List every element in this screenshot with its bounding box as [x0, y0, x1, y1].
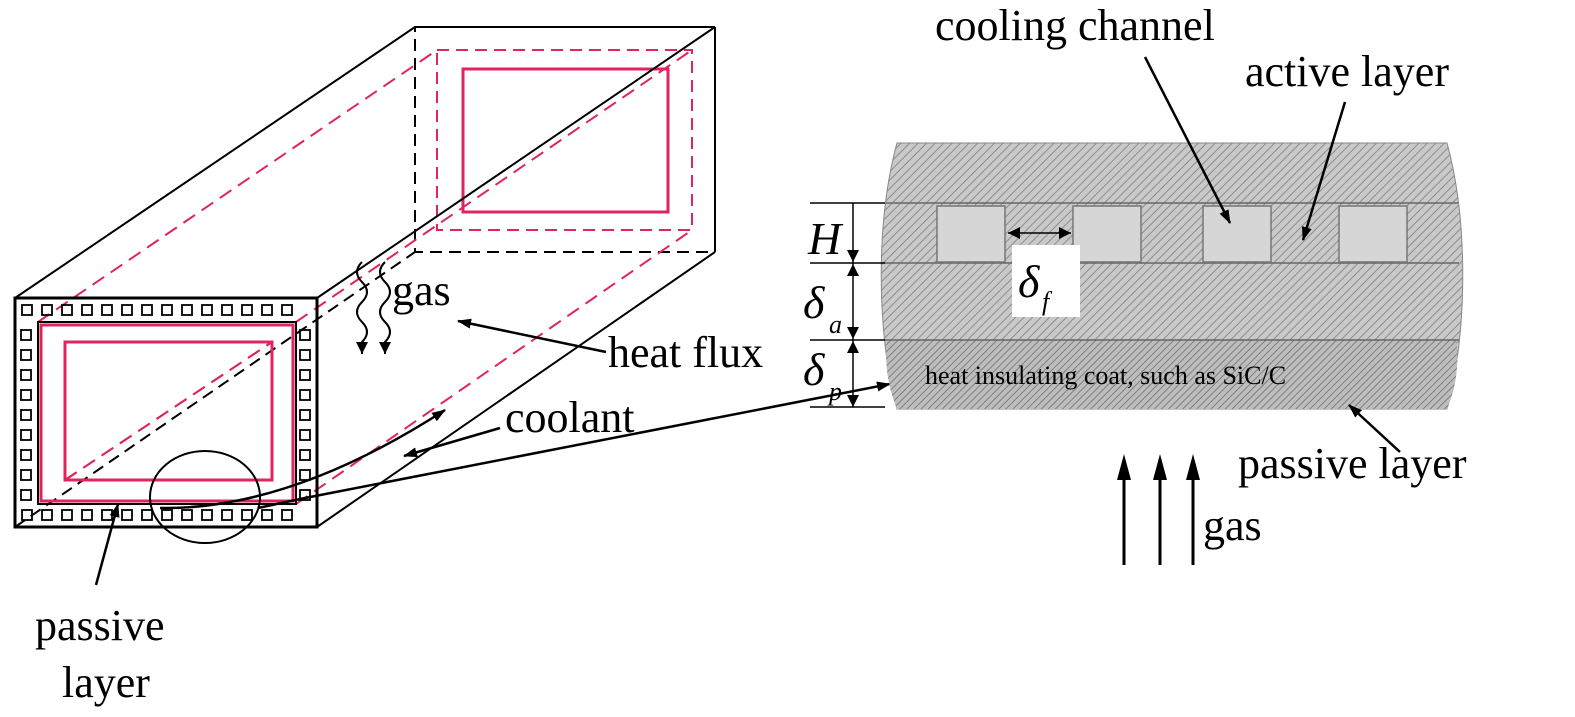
delta-f-subscript: f: [1042, 287, 1053, 316]
passive-layer-right-label: passive layer: [1238, 439, 1467, 488]
delta-p-subscript: p: [827, 377, 842, 406]
channel-square: [261, 304, 273, 316]
channel-square: [20, 389, 32, 401]
delta-f-symbol: δ: [1018, 256, 1040, 307]
channel-square: [20, 469, 32, 481]
channel-square: [20, 449, 32, 461]
coolant-label: coolant: [505, 393, 635, 442]
channel-square: [61, 304, 73, 316]
channel-square: [81, 304, 93, 316]
channel-square: [241, 304, 253, 316]
channel-3: [1202, 205, 1272, 263]
channel-square: [21, 509, 33, 521]
channel-square: [299, 449, 311, 461]
channel-square: [201, 509, 213, 521]
channel-square: [41, 304, 53, 316]
channel-square: [101, 304, 113, 316]
channel-square: [61, 509, 73, 521]
channel-square: [299, 409, 311, 421]
front-face: [13, 296, 319, 529]
gas-label-left: gas: [392, 266, 451, 315]
channel-square: [299, 329, 311, 341]
delta-a-symbol: δ: [803, 277, 825, 328]
channel-square: [20, 349, 32, 361]
delta-p-symbol: δ: [803, 344, 825, 395]
channel-square: [281, 304, 293, 316]
back-face: [414, 26, 716, 253]
channel-square: [20, 329, 32, 341]
channel-square: [20, 409, 32, 421]
gas-wavy-arrows: [356, 261, 391, 354]
H-symbol: H: [807, 213, 844, 264]
detail-ellipse: [149, 450, 261, 544]
channel-square: [20, 369, 32, 381]
channel-square: [299, 389, 311, 401]
coat-label: heat insulating coat, such as SiC/C: [925, 361, 1286, 390]
channel-square: [121, 304, 133, 316]
active-layer-label: active layer: [1245, 47, 1449, 96]
gas-arrows-right: [1117, 454, 1200, 565]
cross-section: [880, 142, 1464, 410]
channel-square: [299, 429, 311, 441]
delta-a-subscript: a: [829, 310, 842, 339]
passive-layer-left-label-1: passive: [35, 601, 165, 650]
channel-square: [41, 509, 53, 521]
duct-3d: [13, 26, 716, 544]
channel-square: [261, 509, 273, 521]
passive-layer-left-label-2: layer: [62, 658, 150, 707]
channel-2: [1072, 205, 1142, 263]
channel-1: [936, 205, 1006, 263]
heat-flux-label: heat flux: [608, 328, 763, 377]
channel-square: [81, 509, 93, 521]
channel-square: [141, 509, 153, 521]
channel-square: [20, 489, 32, 501]
channel-square: [299, 489, 311, 501]
cooling-channel-label: cooling channel: [935, 1, 1215, 50]
channel-square: [299, 349, 311, 361]
channel-square: [299, 469, 311, 481]
channel-square: [221, 509, 233, 521]
gas-label-right: gas: [1203, 501, 1262, 550]
channel-square: [299, 369, 311, 381]
channel-square: [281, 509, 293, 521]
channel-square: [161, 304, 173, 316]
channel-square: [221, 304, 233, 316]
channel-square: [121, 509, 133, 521]
channel-square: [241, 509, 253, 521]
channel-4: [1338, 205, 1408, 263]
channel-square: [21, 304, 33, 316]
channel-square: [161, 509, 173, 521]
channel-square: [181, 509, 193, 521]
channel-square: [20, 429, 32, 441]
channel-square: [141, 304, 153, 316]
channel-square: [181, 304, 193, 316]
channel-square: [201, 304, 213, 316]
dimension-lines: [810, 202, 1071, 408]
cooling-channel-squares: [20, 304, 311, 521]
